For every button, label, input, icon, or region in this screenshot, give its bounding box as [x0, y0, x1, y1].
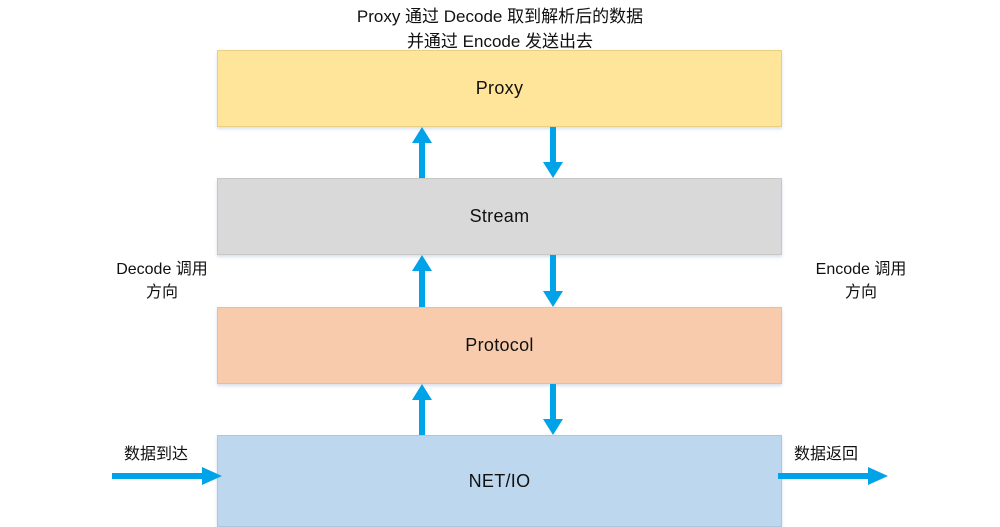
layer-box-protocol: Protocol [217, 307, 782, 384]
layer-label-stream: Stream [469, 206, 530, 226]
layer-box-netio: NET/IO [217, 435, 782, 527]
layer-label-protocol: Protocol [465, 335, 534, 355]
arrow-down-protocol-to-netio-icon [540, 384, 566, 435]
diagram-caption: Proxy 通过 Decode 取到解析后的数据 并通过 Encode 发送出去 [356, 7, 644, 51]
label-data-inbound: 数据到达 [124, 446, 189, 463]
label-data-outbound: 数据返回 [794, 446, 859, 463]
label-decode-direction: Decode 调用 方向 [116, 261, 208, 301]
layer-box-stream: Stream [217, 178, 782, 255]
layer-box-proxy: Proxy [217, 50, 782, 127]
label-encode-direction: Encode 调用 方向 [815, 261, 907, 301]
arrow-up-stream-to-proxy-icon [409, 127, 435, 178]
arrow-down-proxy-to-stream-icon [540, 127, 566, 178]
arrow-right-data-inbound-icon [112, 466, 222, 486]
layer-label-netio: NET/IO [468, 470, 531, 491]
arrow-right-data-outbound-icon [778, 466, 888, 486]
layer-label-proxy: Proxy [475, 78, 524, 98]
arrow-down-stream-to-protocol-icon [540, 255, 566, 307]
arrow-up-protocol-to-stream-icon [409, 255, 435, 307]
arrow-up-netio-to-protocol-icon [409, 384, 435, 435]
